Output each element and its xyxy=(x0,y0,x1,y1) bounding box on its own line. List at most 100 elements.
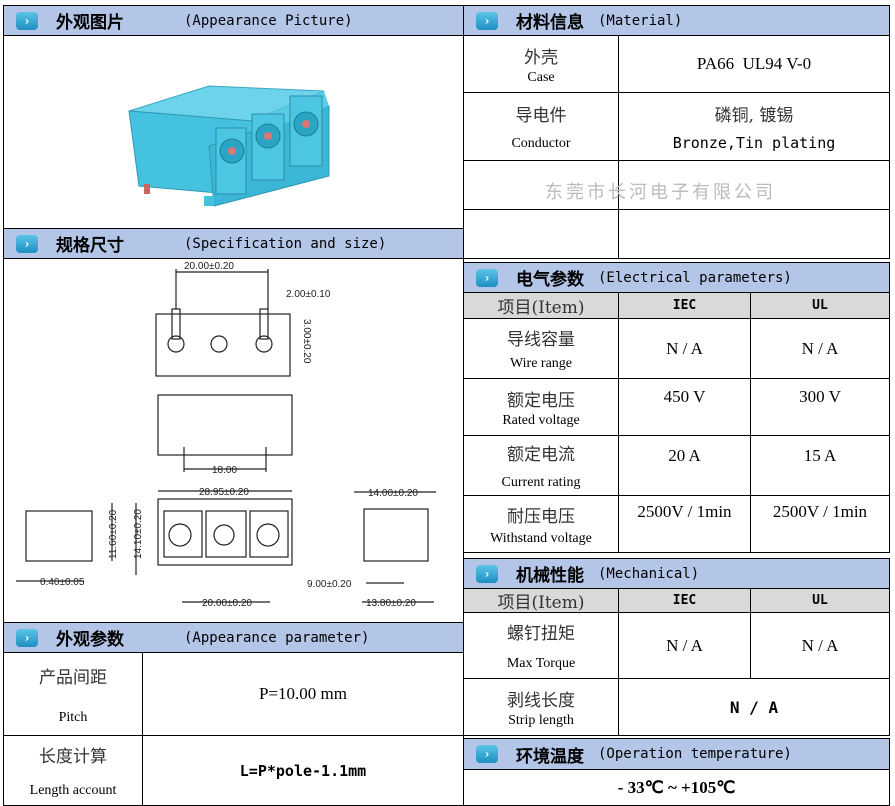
spec-size-header: › 规格尺寸 (Specification and size) xyxy=(3,228,464,259)
header-text: 项目(Item) xyxy=(497,593,585,613)
rated-voltage-iec: 450 V xyxy=(618,378,751,436)
empty-cell xyxy=(618,209,890,259)
value: 450 V xyxy=(663,387,706,406)
label-en: Conductor xyxy=(511,136,571,151)
section-subtitle: (Appearance parameter) xyxy=(184,629,370,646)
wire-range-iec: N / A xyxy=(618,318,751,379)
pitch-value: P=10.00 mm xyxy=(142,652,464,736)
value: N / A xyxy=(801,338,839,358)
value: 20 A xyxy=(668,446,701,465)
dim-label: 20.00±0.20 xyxy=(202,598,252,609)
dim-label: 28.95±0.20 xyxy=(199,487,249,498)
dim-label: 14.10±0.20 xyxy=(133,509,144,559)
label-en: Current rating xyxy=(501,475,581,490)
case-value: PA66 UL94 V-0 xyxy=(618,35,890,93)
value: N / A xyxy=(666,338,703,358)
watermark: 东莞市长河电子有限公司 xyxy=(545,182,776,203)
current-rating-ul: 15 A xyxy=(750,435,890,496)
value: N / A xyxy=(801,635,839,655)
value: 2500V / 1min xyxy=(772,502,868,521)
label-zh: 螺钉扭矩 xyxy=(507,624,575,644)
header-text: IEC xyxy=(672,298,697,313)
section-title: 材料信息 xyxy=(516,13,584,33)
chevron-right-icon: › xyxy=(16,234,38,253)
item-header: 项目(Item) xyxy=(463,292,619,319)
label-zh: 额定电流 xyxy=(507,445,575,465)
temperature-value: - 33℃ ~ +105℃ xyxy=(463,769,890,806)
label-zh: 耐压电压 xyxy=(507,506,575,527)
label-en: Rated voltage xyxy=(502,412,580,428)
value: 300 V xyxy=(799,387,841,406)
current-rating-iec: 20 A xyxy=(618,435,751,496)
label-en: Max Torque xyxy=(506,656,576,671)
label-en: Wire range xyxy=(509,356,572,371)
header-text: UL xyxy=(812,298,828,313)
withstand-voltage-iec: 2500V / 1min xyxy=(618,495,751,553)
pitch-label: 产品间距 Pitch xyxy=(3,652,143,736)
section-subtitle: (Appearance Picture) xyxy=(184,12,353,29)
value: 15 A xyxy=(803,446,837,465)
max-torque-label: 螺钉扭矩 Max Torque xyxy=(463,612,619,679)
section-title: 环境温度 xyxy=(516,746,584,767)
length-value: L=P*pole-1.1mm xyxy=(142,735,464,806)
label-en: Pitch xyxy=(58,709,88,725)
label-zh: 长度计算 xyxy=(39,747,107,767)
chevron-right-icon: › xyxy=(16,11,38,30)
label-en: Case xyxy=(527,69,555,85)
section-title: 规格尺寸 xyxy=(56,236,124,256)
withstand-voltage-label: 耐压电压 Withstand voltage xyxy=(463,495,619,553)
current-rating-label: 额定电流 Current rating xyxy=(463,435,619,496)
conductor-label: 导电件 Conductor xyxy=(463,92,619,161)
strip-length-value: N / A xyxy=(618,678,890,736)
max-torque-iec: N / A xyxy=(618,612,751,679)
label-zh: 剥线长度 xyxy=(507,690,575,711)
material-header: › 材料信息 (Material) xyxy=(463,5,890,36)
chevron-right-icon: › xyxy=(476,745,498,763)
value-zh: 磷铜, 镀锡 xyxy=(714,106,794,126)
rated-voltage-ul: 300 V xyxy=(750,378,890,436)
header-text: IEC xyxy=(672,593,697,608)
label-zh: 产品间距 xyxy=(39,667,107,688)
appearance-picture-header: › 外观图片 (Appearance Picture) xyxy=(3,5,464,36)
chevron-right-icon: › xyxy=(476,268,498,287)
dim-label: 13.80±0.20 xyxy=(366,598,416,609)
product-picture xyxy=(3,35,464,229)
label-zh: 导电件 xyxy=(515,106,567,126)
section-subtitle: (Specification and size) xyxy=(184,235,387,252)
length-label: 长度计算 Length account xyxy=(3,735,143,806)
chevron-right-icon: › xyxy=(16,628,38,647)
max-torque-ul: N / A xyxy=(750,612,890,679)
label-zh: 导线容量 xyxy=(507,330,575,350)
wire-range-ul: N / A xyxy=(750,318,890,379)
empty-cell xyxy=(463,209,619,259)
electrical-header: › 电气参数 (Electrical parameters) xyxy=(463,262,890,293)
value: PA66 UL94 V-0 xyxy=(696,54,812,73)
dim-label: 2.00±0.10 xyxy=(286,289,331,300)
section-title: 外观图片 xyxy=(56,13,124,33)
ul-header: UL xyxy=(750,588,890,613)
dim-label: 3.00±0.20 xyxy=(301,319,312,364)
dim-label: 18.00 xyxy=(212,465,237,476)
label-en: Withstand voltage xyxy=(490,530,592,546)
mechanical-header: › 机械性能 (Mechanical) xyxy=(463,558,890,589)
section-subtitle: (Material) xyxy=(598,12,683,29)
section-title: 机械性能 xyxy=(516,566,584,586)
value: P=10.00 mm xyxy=(259,684,347,703)
section-title: 外观参数 xyxy=(56,630,124,650)
chevron-right-icon: › xyxy=(476,11,498,30)
temperature-header: › 环境温度 (Operation temperature) xyxy=(463,738,890,770)
label-zh: 额定电压 xyxy=(507,390,575,411)
iec-header: IEC xyxy=(618,588,751,613)
section-title: 电气参数 xyxy=(516,270,584,290)
header-text: 项目(Item) xyxy=(497,298,585,318)
label-en: Length account xyxy=(29,783,117,798)
value: L=P*pole-1.1mm xyxy=(239,761,367,780)
technical-drawing: 20.00±0.20 2.00±0.10 3.00±0.20 18.00 28.… xyxy=(16,261,436,609)
value: N / A xyxy=(729,697,779,717)
label-en: Strip length xyxy=(508,712,574,728)
conductor-value: 磷铜, 镀锡 Bronze,Tin plating xyxy=(618,92,890,161)
value: Bronze,Tin plating xyxy=(672,134,836,152)
